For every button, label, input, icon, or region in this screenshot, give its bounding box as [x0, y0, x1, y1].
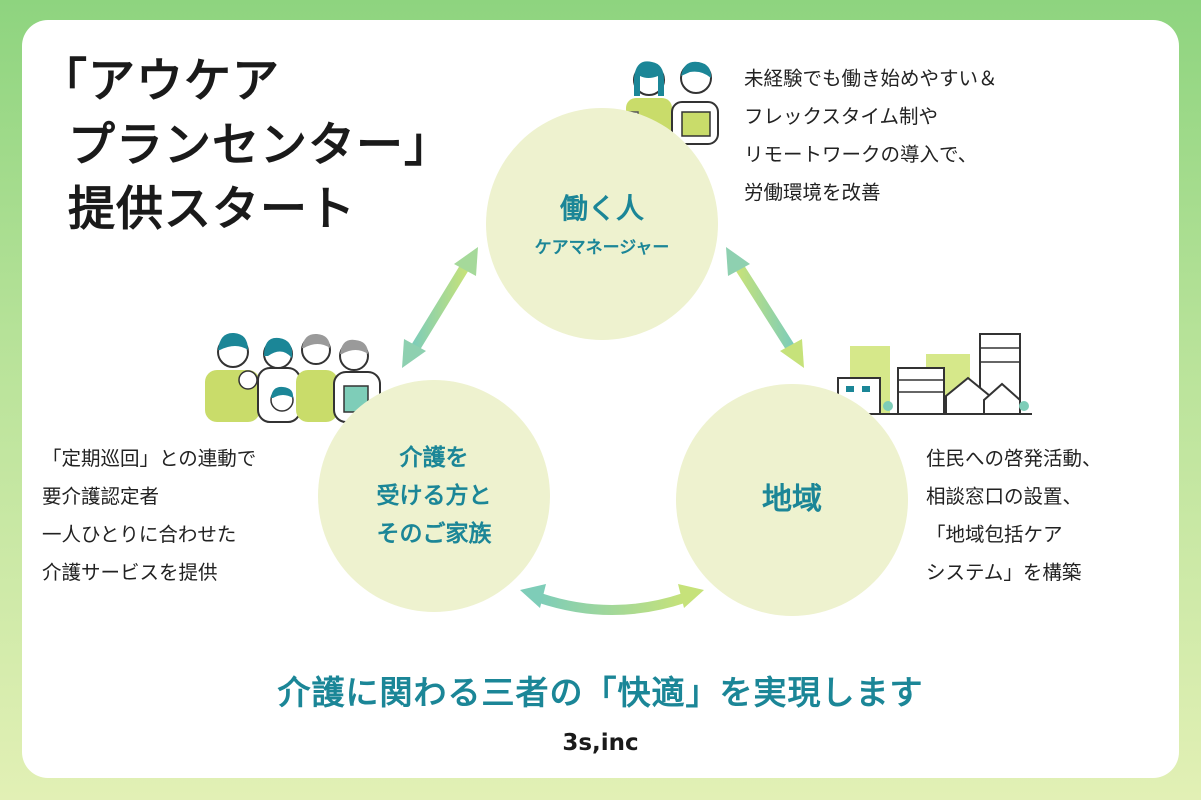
worker-description-line: フレックスタイム制や [744, 98, 998, 136]
tagline: 介護に関わる三者の「快適」を実現します [0, 666, 1201, 714]
arrow-worker-family-icon [402, 247, 478, 368]
circle-family-line-1: 介護を [400, 439, 469, 477]
circle-family-line-3: そのご家族 [377, 515, 492, 553]
family-description-line: 「定期巡回」との連動で [42, 440, 256, 478]
family-icon [205, 333, 380, 422]
circle-family: 介護を 受ける方と そのご家族 [318, 380, 550, 612]
family-description-line: 一人ひとりに合わせた [42, 516, 256, 554]
area-description-line: 相談窓口の設置、 [926, 478, 1102, 516]
circle-area-title: 地域 [762, 482, 822, 518]
worker-description-line: リモートワークの導入で、 [744, 136, 998, 174]
worker-description-line: 未経験でも働き始めやすい＆ [744, 60, 998, 98]
area-description-line: 住民への啓発活動、 [926, 440, 1102, 478]
area-description-line: 「地域包括ケア [926, 516, 1102, 554]
circle-worker: 働く人 ケアマネージャー [486, 108, 718, 340]
area-description: 住民への啓発活動、 相談窓口の設置、 「地域包括ケア システム」を構築 [926, 440, 1102, 592]
worker-description-line: 労働環境を改善 [744, 174, 998, 212]
family-description-line: 介護サービスを提供 [42, 554, 256, 592]
circle-worker-subtitle: ケアマネージャー [535, 233, 670, 258]
family-description: 「定期巡回」との連動で 要介護認定者 一人ひとりに合わせた 介護サービスを提供 [42, 440, 256, 592]
arrow-worker-area-icon [726, 247, 804, 368]
family-description-line: 要介護認定者 [42, 478, 256, 516]
company-name: 3s,inc [0, 730, 1201, 756]
area-description-line: システム」を構築 [926, 554, 1102, 592]
circle-area: 地域 [676, 384, 908, 616]
buildings-icon [832, 334, 1032, 414]
circle-family-line-2: 受ける方と [377, 477, 492, 515]
circle-worker-title: 働く人 [560, 191, 644, 227]
worker-description: 未経験でも働き始めやすい＆ フレックスタイム制や リモートワークの導入で、 労働… [744, 60, 998, 212]
arrow-family-area-icon [520, 584, 704, 610]
